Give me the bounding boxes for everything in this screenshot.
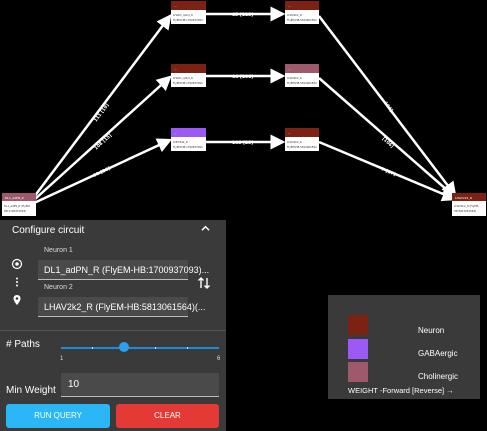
- edge-label-src-a3: 91 [26]: [92, 166, 111, 179]
- node-header: [285, 1, 319, 10]
- node-header: [171, 128, 206, 137]
- edge-b2-tgt[interactable]: [318, 77, 457, 199]
- node-body: [285, 10, 319, 24]
- node-sub1: LHAV2k2_R (FlyEM-: [454, 204, 479, 208]
- node-header: [452, 193, 486, 201]
- chevron-up-icon[interactable]: [201, 224, 210, 233]
- legend-swatch-cholinergic: [348, 362, 368, 382]
- edge-b1-tgt[interactable]: [318, 15, 457, 197]
- run-query-button[interactable]: RUN QUERY: [6, 404, 110, 428]
- node-title: ...: [288, 67, 291, 71]
- node-title: LHAV2k2_R: [455, 196, 472, 200]
- legend-swatch-neuron: [348, 315, 368, 335]
- graph-node-a1[interactable]: ... LHAD1_a/b/d_R FlyEM-HB:1700937093: [171, 1, 206, 24]
- neuron2-label: Neuron 2: [44, 284, 73, 291]
- neuron1-field[interactable]: DL1_adPN_R (FlyEM-HB:1700937093)...: [38, 260, 209, 280]
- node-sub1: LHAV2k2_R: [287, 76, 302, 80]
- graph-node-a3[interactable]: ... LHPV5a1_R FlyEM-HB:1700937093: [171, 128, 206, 151]
- paths-label: # Paths: [6, 339, 40, 350]
- node-sub1: DL1_adPN_R (FlyEM-: [4, 204, 31, 208]
- slider-tick: [92, 347, 93, 349]
- node-title: ...: [288, 4, 291, 8]
- panel-divider: [0, 330, 226, 331]
- paths-slider-thumb[interactable]: [119, 342, 129, 352]
- edge-src-a1[interactable]: [33, 14, 172, 198]
- node-body: [285, 137, 319, 151]
- configure-circuit-panel: Configure circuit: [0, 220, 226, 431]
- graph-node-b1[interactable]: ... LHAV2k2_R FlyEM-HB:5813061564: [285, 1, 319, 24]
- node-title: ...: [174, 67, 177, 71]
- node-sub1: LHAV2k2_R: [287, 140, 302, 144]
- edge-src-a2[interactable]: [33, 75, 172, 201]
- clear-button[interactable]: CLEAR: [116, 404, 219, 428]
- graph-node-tgt[interactable]: LHAV2k2_R LHAV2k2_R (FlyEM- HB:581306156…: [452, 193, 486, 216]
- graph-node-b3[interactable]: ... LHAV2k2_R FlyEM-HB:5813061564: [285, 128, 319, 151]
- node-sub2: HB:1700937093): [4, 209, 26, 213]
- node-body: [452, 201, 486, 216]
- paths-max: 6: [217, 356, 221, 362]
- paths-slider-track[interactable]: [61, 347, 219, 349]
- graph-node-b2[interactable]: ... LHAV2k2_R FlyEM-HB:5813061564: [285, 64, 319, 87]
- node-sub1: LHAD1_a/b/d_R: [173, 76, 193, 80]
- node-title: DL1_adPN_R: [5, 196, 24, 200]
- location-pin-icon: [13, 295, 21, 305]
- edge-label-b3-tgt: 7 [27]: [380, 166, 396, 177]
- node-sub2: FlyEM-HB:1700937093: [173, 81, 203, 85]
- node-sub2: FlyEM-HB:1700937093: [173, 145, 203, 149]
- edge-label-a2-b2: 44 [106]: [232, 74, 253, 80]
- legend-label-neuron: Neuron: [418, 326, 445, 335]
- node-header: [285, 64, 319, 73]
- node-header: [285, 128, 319, 137]
- node-body: [171, 73, 206, 87]
- min-weight-label: Min Weight: [6, 385, 56, 396]
- more-vert-icon: [16, 277, 18, 287]
- node-sub2: FlyEM-HB:5813061564: [287, 145, 317, 149]
- node-header: [171, 1, 206, 10]
- node-sub2: FlyEM-HB:5813061564: [287, 81, 317, 85]
- legend-swatch-gabaergic: [348, 339, 368, 359]
- node-sub2: FlyEM-HB:1700937093: [173, 18, 203, 22]
- edge-label-b1-tgt: 106]: [382, 101, 394, 114]
- node-sub2: HB:5813061564): [454, 209, 476, 213]
- node-body: [2, 201, 36, 216]
- panel-header[interactable]: Configure circuit: [0, 220, 226, 242]
- legend-weight-text: WEIGHT -Forward [Reverse] →: [348, 386, 454, 395]
- graph-edges: [33, 6, 458, 205]
- legend-label-gabaergic: GABAergic: [418, 349, 458, 358]
- slider-tick: [187, 347, 188, 349]
- node-title: ...: [288, 131, 291, 135]
- paths-min: 1: [60, 356, 64, 362]
- node-body: [171, 137, 206, 151]
- node-sub2: FlyEM-HB:5813061564: [287, 18, 317, 22]
- neuron2-field[interactable]: LHAV2k2_R (FlyEM-HB:5813061564)(...: [38, 297, 205, 317]
- node-sub1: LHAD1_a/b/d_R: [173, 13, 193, 17]
- node-title: ...: [174, 131, 177, 135]
- node-sub1: LHAV2k2_R: [287, 13, 302, 17]
- edge-src-a3[interactable]: [33, 138, 173, 205]
- slider-tick: [155, 347, 156, 349]
- node-title: ...: [174, 4, 177, 8]
- swap-vert-icon[interactable]: [197, 275, 211, 291]
- node-body: [171, 10, 206, 24]
- node-header: [171, 64, 206, 73]
- graph-node-a2[interactable]: ... LHAD1_a/b/d_R FlyEM-HB:1700937093: [171, 64, 206, 87]
- legend-label-cholinergic: Cholinergic: [418, 372, 459, 381]
- radio-target-icon: [11, 258, 23, 270]
- legend-panel: Neuron GABAergic Cholinergic WEIGHT -For…: [328, 295, 480, 399]
- node-body: [285, 73, 319, 87]
- panel-title: Configure circuit: [12, 225, 85, 236]
- edge-label-a3-b3: 148 [25]: [232, 140, 253, 146]
- neuron1-label: Neuron 1: [44, 247, 73, 254]
- edge-label-a1-b1: 45 [113]: [232, 12, 253, 18]
- graph-node-src[interactable]: DL1_adPN_R DL1_adPN_R (FlyEM- HB:1700937…: [2, 193, 36, 216]
- node-header: [2, 193, 36, 201]
- edge-b3-tgt[interactable]: [318, 140, 458, 202]
- min-weight-field[interactable]: 10: [61, 373, 219, 397]
- node-sub1: LHPV5a1_R: [173, 140, 188, 144]
